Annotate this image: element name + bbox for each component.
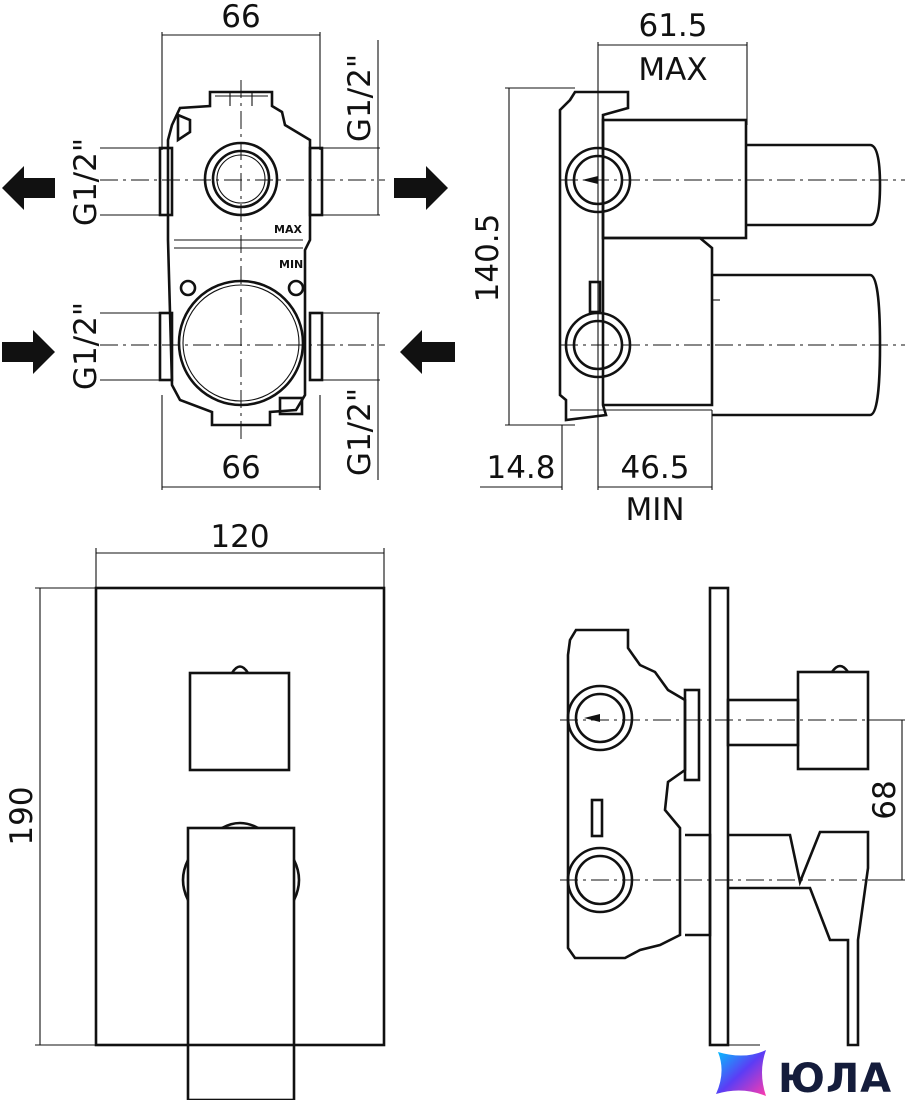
brand-name: ЮЛА (778, 1056, 892, 1100)
front-body-view: 66 66 G1/2" G1/2" G1/2" G1/2" (2, 0, 455, 490)
inlet-arrow-left-icon (2, 330, 55, 374)
height-label: 140.5 (470, 214, 506, 303)
cover-plate-side (708, 586, 730, 1047)
thread-left-upper-label: G1/2" (68, 138, 104, 226)
min-mark: MIN (279, 258, 303, 271)
side-body-view: 61.5 MAX 140.5 14.8 46.5 MIN (470, 8, 905, 528)
outlet-arrow-right-icon (394, 166, 448, 210)
thread-left-lower-label: G1/2" (68, 302, 104, 390)
cover-plate (94, 586, 386, 1047)
brand-star-icon (716, 1050, 766, 1096)
max-label: MAX (638, 52, 707, 88)
inlet-arrow-right-icon (400, 330, 455, 374)
side-assembly-view: 68 (560, 586, 905, 1047)
valve-body-assembly (566, 628, 712, 960)
plate-height-label: 190 (4, 786, 40, 845)
width-bottom-label: 66 (221, 450, 260, 486)
front-plate-view: 120 190 (4, 519, 386, 1100)
mixer-lever (186, 826, 296, 1100)
thread-right-upper-label: G1/2" (342, 54, 378, 142)
plate-width-label: 120 (210, 519, 269, 555)
offset-label: 14.8 (486, 450, 555, 486)
thread-right-lower-label: G1/2" (342, 388, 378, 476)
depth-max-label: 61.5 (638, 8, 707, 44)
valve-body-side (558, 90, 882, 422)
diverter-knob (188, 671, 291, 772)
brand-logo: ЮЛА (716, 1050, 892, 1100)
max-mark: MAX (274, 223, 302, 236)
min-label: MIN (625, 492, 684, 528)
depth-min-label: 46.5 (620, 450, 689, 486)
width-top-label: 66 (221, 0, 260, 35)
spacing-label: 68 (867, 780, 903, 819)
outlet-arrow-left-icon (2, 166, 55, 210)
diverter-stem (726, 698, 800, 747)
mixer-lever-side (728, 830, 870, 1047)
